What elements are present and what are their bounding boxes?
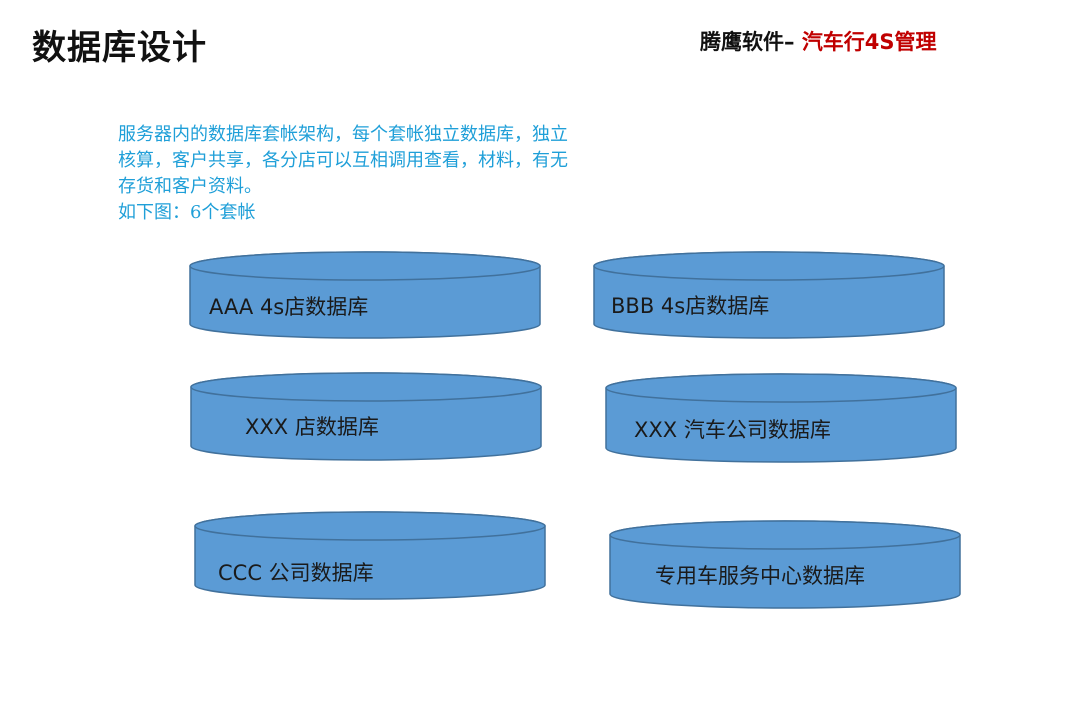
description-line: 存货和客户资料。 <box>118 176 262 197</box>
database-cylinder-bbb: BBB 4s店数据库 <box>593 251 945 339</box>
database-label: AAA 4s店数据库 <box>209 295 368 319</box>
cylinder-top <box>194 511 546 541</box>
database-cylinder-ccc: CCC 公司数据库 <box>194 511 546 600</box>
database-label: BBB 4s店数据库 <box>611 294 769 318</box>
database-label: CCC 公司数据库 <box>218 561 374 585</box>
page-title: 数据库设计 <box>32 28 207 68</box>
brand-header: 腾鹰软件– 汽车行4S管理 <box>700 26 937 56</box>
database-label: 专用车服务中心数据库 <box>655 564 865 588</box>
description-line: 服务器内的数据库套帐架构，每个套帐独立数据库，独立 <box>118 124 568 145</box>
cylinder-top <box>605 373 957 403</box>
database-label: XXX 汽车公司数据库 <box>634 418 831 442</box>
database-cylinder-xxx-store: XXX 店数据库 <box>190 372 542 461</box>
cylinder-top <box>609 520 961 550</box>
cylinder-top <box>189 251 541 281</box>
description-line: 核算，客户共享，各分店可以互相调用查看，材料，有无 <box>118 150 568 171</box>
company-name: 腾鹰软件– <box>700 30 802 54</box>
database-label: XXX 店数据库 <box>245 415 379 439</box>
database-cylinder-service-center: 专用车服务中心数据库 <box>609 520 961 609</box>
description-line: 如下图：6个套帐 <box>118 202 256 223</box>
cylinder-top <box>593 251 945 281</box>
product-name: 汽车行4S管理 <box>801 30 937 54</box>
cylinder-top <box>190 372 542 402</box>
description-text: 服务器内的数据库套帐架构，每个套帐独立数据库，独立 核算，客户共享，各分店可以互… <box>118 122 678 226</box>
database-cylinder-aaa: AAA 4s店数据库 <box>189 251 541 339</box>
database-cylinder-xxx-auto: XXX 汽车公司数据库 <box>605 373 957 463</box>
